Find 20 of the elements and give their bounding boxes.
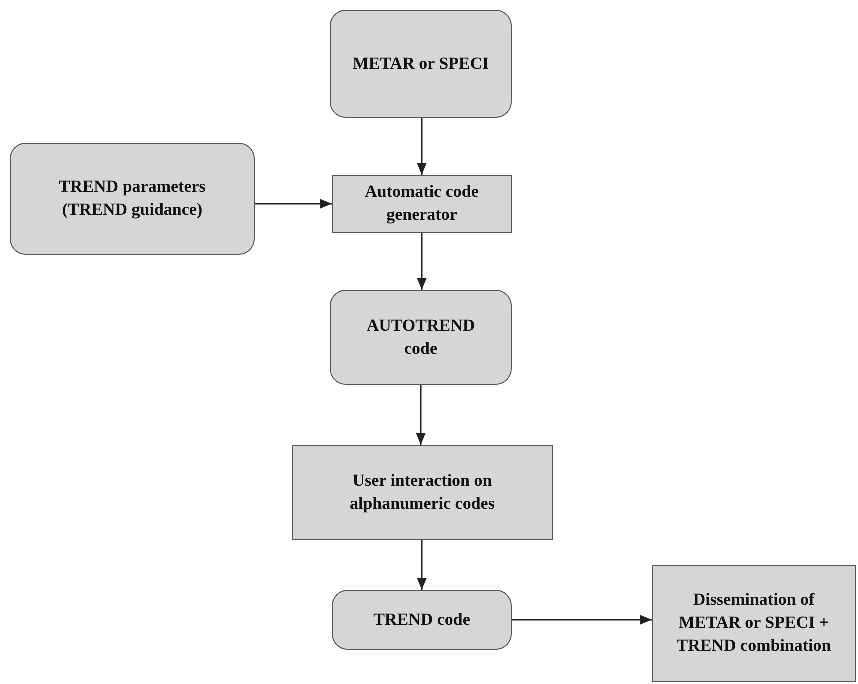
process-box [292, 445, 553, 540]
box-text: User interaction on alphanumeric codes [349, 470, 496, 515]
box-text: AUTOTREND code [366, 314, 476, 360]
arrow [417, 118, 427, 175]
arrow [255, 199, 332, 209]
box-text: Dissemination of METAR or SPECI + TREND combination [676, 589, 832, 657]
rounded-box [10, 143, 255, 255]
box-text: TREND code [374, 608, 470, 631]
box-text: TREND parameters (TREND guidance) [58, 176, 207, 221]
process-box [332, 175, 512, 233]
arrow [512, 615, 652, 625]
arrow [417, 540, 427, 590]
process-box [652, 565, 856, 682]
box-text: Automatic code generator [364, 181, 480, 226]
arrow [417, 233, 427, 290]
rounded-box [332, 590, 512, 650]
rounded-box [330, 10, 512, 118]
box-text: METAR or SPECI [352, 52, 490, 75]
rounded-box [330, 290, 512, 385]
arrow [416, 385, 426, 445]
